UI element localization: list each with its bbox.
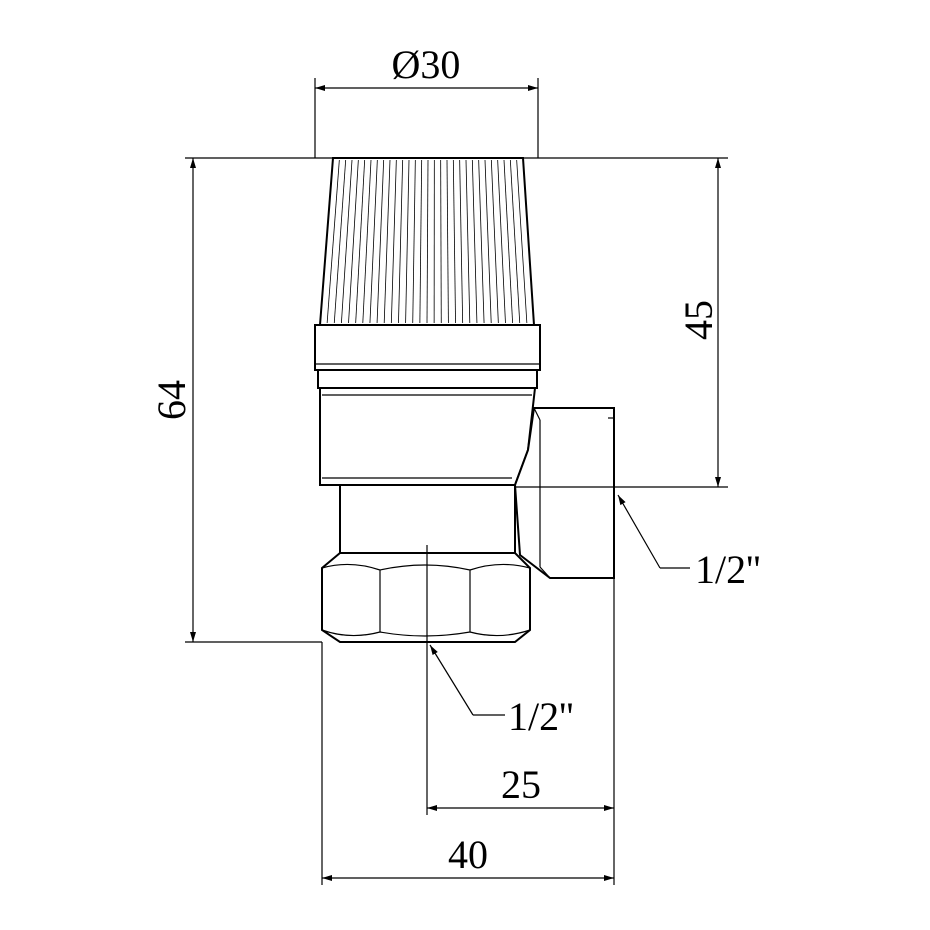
cap-rib xyxy=(405,159,410,324)
cap-rib xyxy=(446,159,449,324)
cap-rib xyxy=(362,159,372,324)
cap-rib xyxy=(440,159,442,324)
cap-collar xyxy=(314,324,541,371)
hex-nut xyxy=(321,552,531,643)
cap-rib xyxy=(355,159,366,324)
cap-rib xyxy=(509,159,521,324)
cap-rib xyxy=(333,159,347,324)
valve-neck xyxy=(339,484,516,554)
cap-rib xyxy=(465,159,471,324)
diameter-label: Ø30 xyxy=(392,42,461,87)
cap-rib xyxy=(341,159,353,324)
cap-ribs xyxy=(326,159,528,324)
dimension-upper-height: 45 xyxy=(515,157,728,488)
leader-side-thread: 1/2'' xyxy=(617,494,761,592)
cap-rib xyxy=(459,159,464,324)
dimension-offset-width: 25 xyxy=(427,578,615,885)
cap-rib xyxy=(503,159,513,324)
cap-rib xyxy=(390,159,397,324)
width-total-label: 40 xyxy=(448,832,488,877)
dimension-total-height: 64 xyxy=(149,157,333,643)
cap-rib xyxy=(412,159,416,324)
cap-rib xyxy=(376,159,385,324)
height-total-label: 64 xyxy=(149,380,194,420)
cap-rib xyxy=(497,159,506,324)
cap-rib xyxy=(452,159,456,324)
cap-rib xyxy=(426,159,429,324)
bottom-thread-label: 1/2'' xyxy=(508,694,574,739)
cap-rib xyxy=(348,159,359,324)
cap-rib xyxy=(369,159,378,324)
side-outlet xyxy=(513,407,615,579)
cap-rib xyxy=(516,159,528,324)
valve-drawing xyxy=(314,157,615,815)
cap-rib xyxy=(478,159,485,324)
cap-rib xyxy=(383,159,391,324)
leader-bottom-thread: 1/2'' xyxy=(429,644,574,739)
collar-lower-band xyxy=(317,369,538,389)
height-upper-label: 45 xyxy=(676,300,721,340)
side-thread-label: 1/2'' xyxy=(695,547,761,592)
cap-rib xyxy=(471,159,478,324)
width-offset-label: 25 xyxy=(501,762,541,807)
dimension-total-width: 40 xyxy=(321,642,614,885)
cap-rib xyxy=(419,159,423,324)
cap-rib xyxy=(398,159,404,324)
dimension-diameter: Ø30 xyxy=(314,42,539,158)
cap-rib xyxy=(484,159,492,324)
valve-housing xyxy=(319,387,537,486)
cap-rib xyxy=(326,159,340,324)
cap-rib xyxy=(490,159,499,324)
